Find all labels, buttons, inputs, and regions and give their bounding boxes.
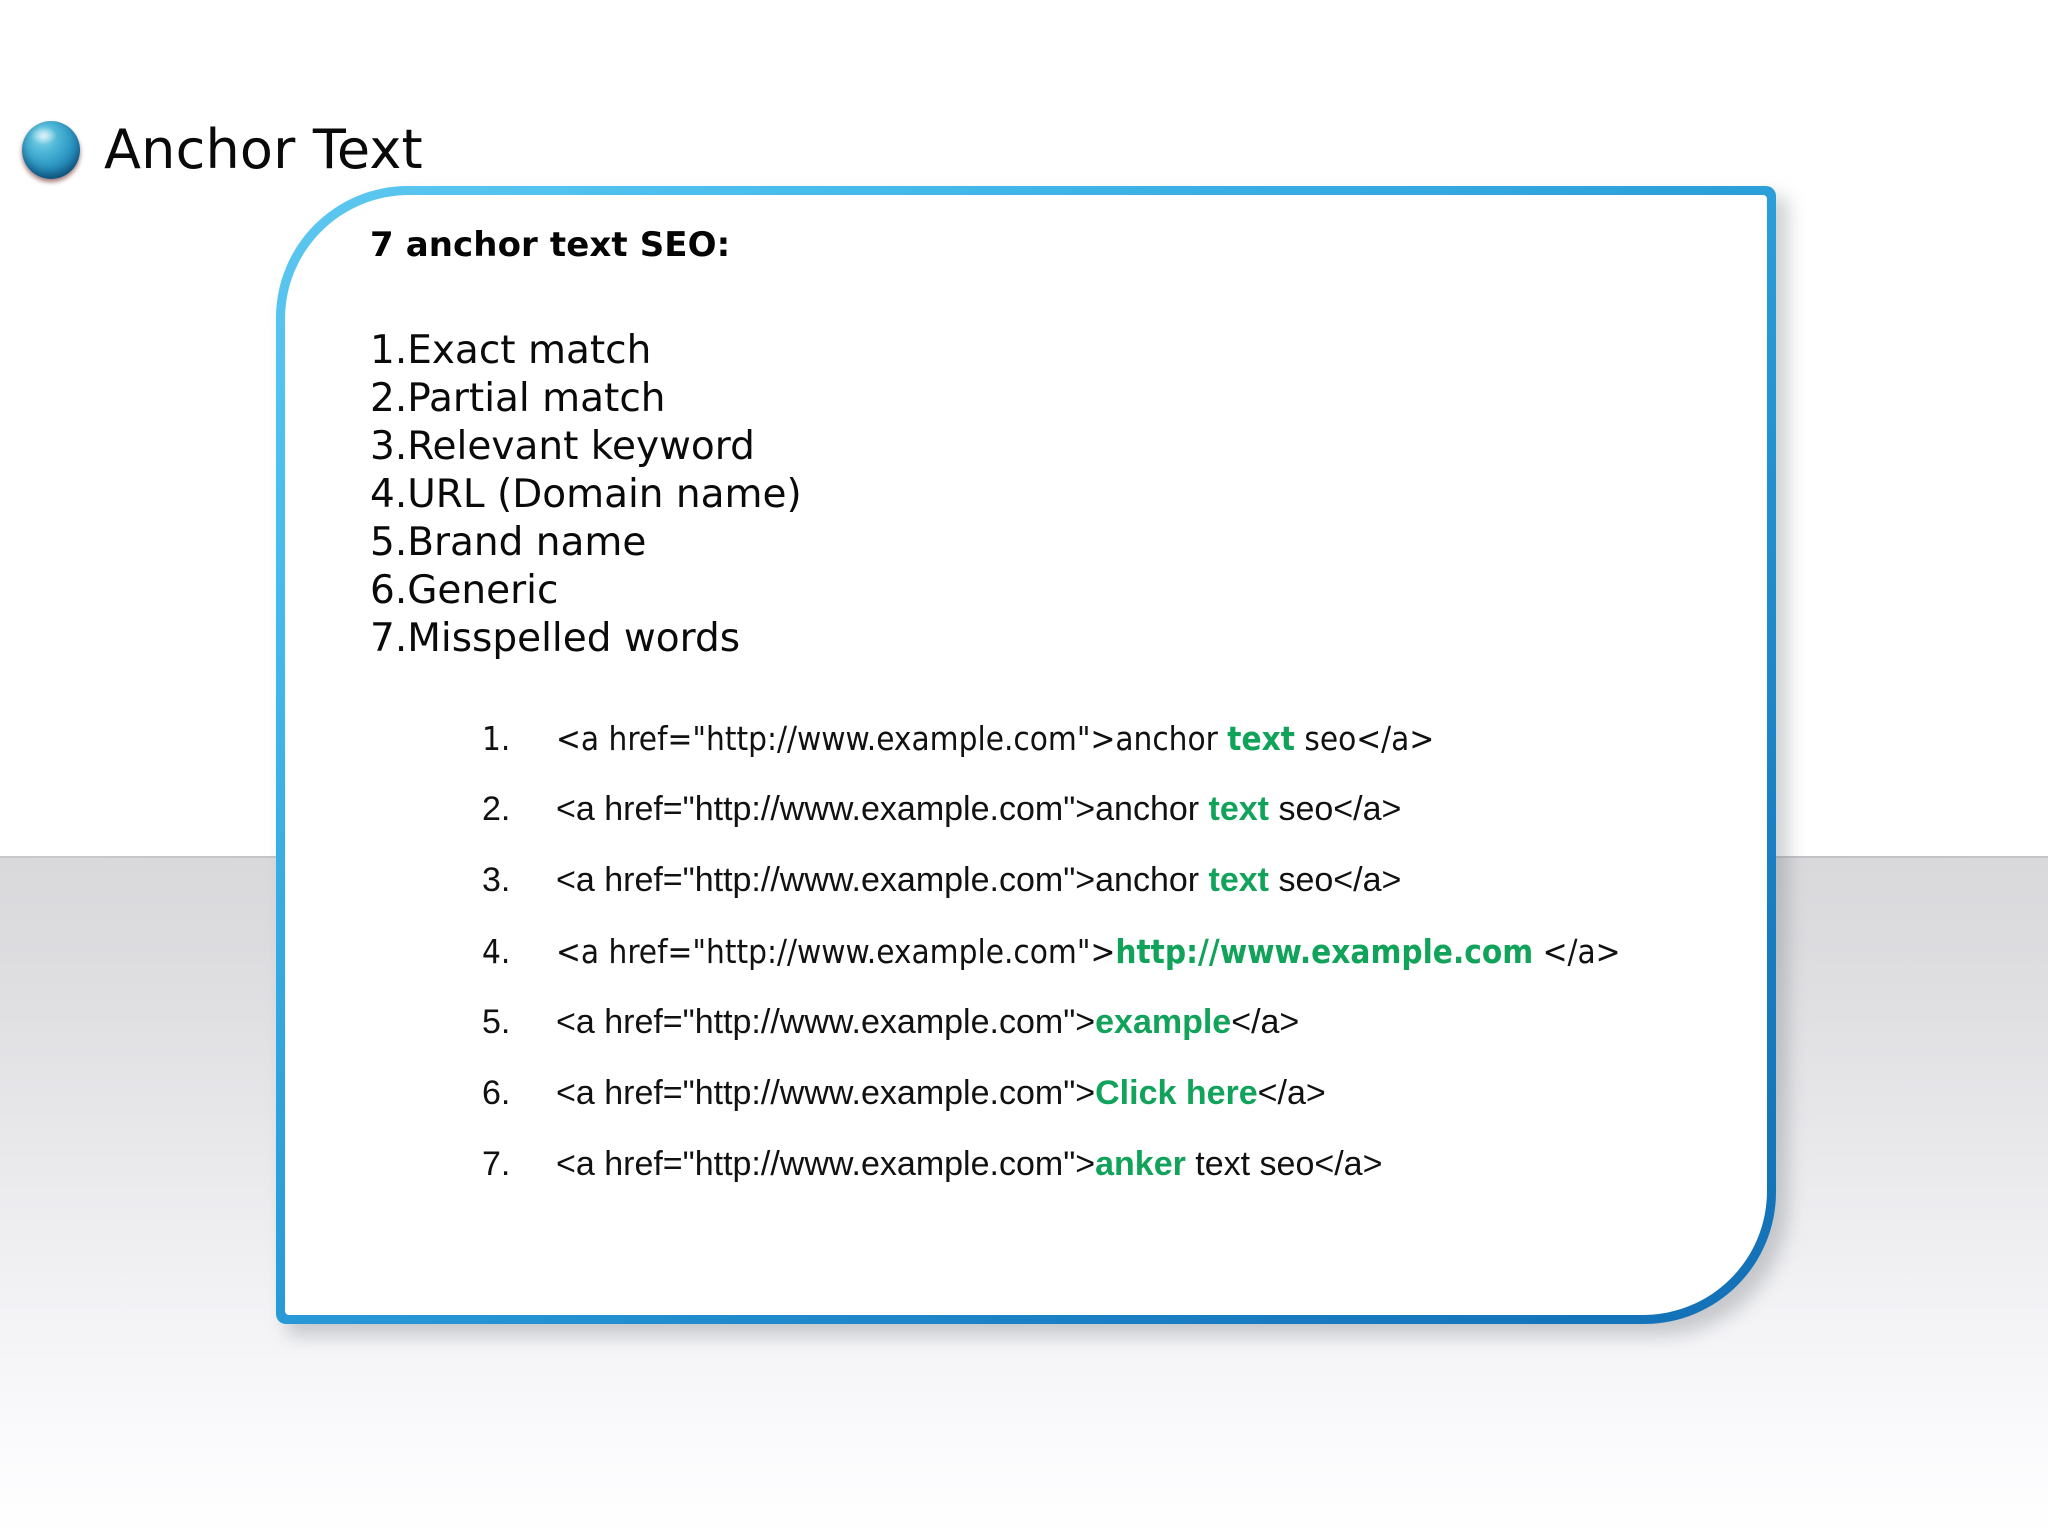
code-example-text: <a href="http://www.example.com">anchor …: [556, 790, 1401, 829]
code-prefix: <a href="http://www.example.com">: [556, 1074, 1096, 1112]
code-example-text: <a href="http://www.example.com">anker t…: [556, 1145, 1382, 1184]
list-item: 2.Partial match: [370, 376, 666, 421]
blue-sphere-icon: [22, 120, 80, 179]
content-card-inner: 7 anchor text SEO: 1.Exact match 2.Parti…: [285, 195, 1767, 1315]
code-example-text: <a href="http://www.example.com">example…: [556, 1003, 1299, 1042]
code-prefix: <a href="http://www.example.com">: [556, 1003, 1096, 1041]
code-prefix: <a href="http://www.example.com">: [556, 1145, 1096, 1183]
seo-heading: 7 anchor text SEO:: [370, 225, 731, 265]
code-example-number: 4.: [482, 932, 511, 971]
code-example-number: 6.: [482, 1074, 511, 1112]
code-example-number: 5.: [482, 1003, 511, 1041]
code-example-row: 1. <a href="http://www.example.com">anch…: [482, 719, 1737, 758]
code-suffix: text seo</a>: [1185, 1145, 1383, 1183]
code-example-row: 4. <a href="http://www.example.com">http…: [482, 932, 1737, 971]
code-example-text: <a href="http://www.example.com">Click h…: [556, 1074, 1326, 1113]
code-prefix: <a href="http://www.example.com">anchor: [556, 719, 1228, 758]
code-example-text: <a href="http://www.example.com">anchor …: [556, 719, 1434, 758]
seo-type-list: 1.Exact match 2.Partial match 3.Relevant…: [370, 327, 1737, 663]
anchor-text-highlight: Click here: [1095, 1074, 1258, 1112]
code-example-row: 7. <a href="http://www.example.com">anke…: [482, 1145, 1737, 1184]
list-item: 3.Relevant keyword: [370, 424, 755, 469]
list-item: 5.Brand name: [370, 520, 647, 565]
code-suffix: </a>: [1533, 932, 1621, 971]
page-title: Anchor Text: [104, 118, 423, 181]
list-item: 4.URL (Domain name): [370, 472, 802, 517]
code-example-row: 5. <a href="http://www.example.com">exam…: [482, 1003, 1737, 1042]
code-example-text: <a href="http://www.example.com">http://…: [556, 932, 1621, 971]
code-suffix: seo</a>: [1269, 861, 1402, 899]
code-suffix: seo</a>: [1294, 719, 1435, 758]
code-example-row: 6. <a href="http://www.example.com">Clic…: [482, 1074, 1737, 1113]
code-example-number: 7.: [482, 1145, 511, 1183]
code-suffix: </a>: [1231, 1003, 1300, 1041]
content-card-body: 7 anchor text SEO: 1.Exact match 2.Parti…: [370, 225, 1737, 1216]
anchor-text-highlight: example: [1095, 1003, 1232, 1041]
code-suffix: seo</a>: [1269, 790, 1402, 828]
slide-title-row: Anchor Text: [22, 118, 423, 181]
code-example-row: 3. <a href="http://www.example.com">anch…: [482, 861, 1737, 900]
list-item: 7.Misspelled words: [370, 616, 741, 661]
code-prefix: <a href="http://www.example.com">anchor: [556, 861, 1209, 899]
code-example-text: <a href="http://www.example.com">anchor …: [556, 861, 1401, 900]
code-example-row: 2. <a href="http://www.example.com">anch…: [482, 790, 1737, 829]
list-item: 1.Exact match: [370, 328, 652, 373]
anchor-text-highlight: text: [1208, 790, 1269, 828]
anchor-text-highlight: text: [1208, 861, 1269, 899]
list-item: 6.Generic: [370, 568, 559, 613]
code-suffix: </a>: [1257, 1074, 1326, 1112]
code-example-number: 2.: [482, 790, 511, 828]
code-prefix: <a href="http://www.example.com">: [556, 932, 1116, 971]
anchor-text-highlight: anker: [1095, 1145, 1186, 1183]
code-prefix: <a href="http://www.example.com">anchor: [556, 790, 1209, 828]
anchor-text-highlight: http://www.example.com: [1115, 932, 1534, 971]
content-card: 7 anchor text SEO: 1.Exact match 2.Parti…: [276, 186, 1776, 1324]
anchor-text-highlight: text: [1227, 719, 1295, 758]
code-example-list: 1. <a href="http://www.example.com">anch…: [482, 719, 1737, 1184]
code-example-number: 1.: [482, 719, 511, 758]
code-example-number: 3.: [482, 861, 511, 899]
